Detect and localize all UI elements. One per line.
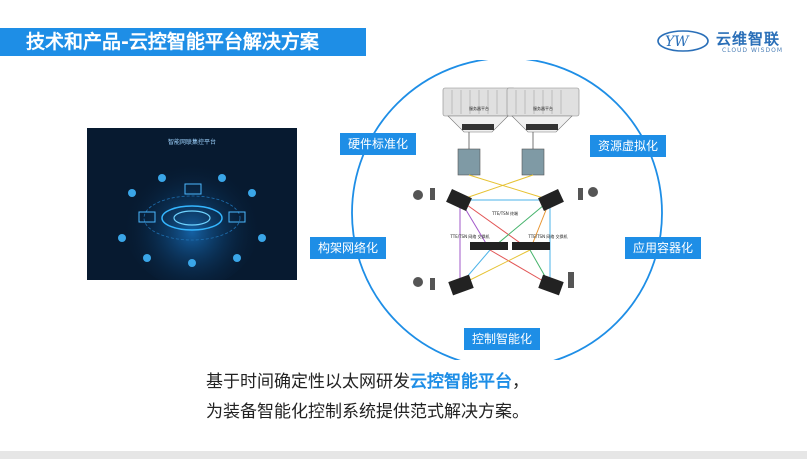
page-title: 技术和产品-云控智能平台解决方案 xyxy=(0,28,366,56)
description-line-2: 为装备智能化控制系统提供范式解决方案。 xyxy=(206,402,529,422)
switch-label-b: TTE/TSN 网络 交换机 xyxy=(527,233,567,239)
server-label-right: 服务器平台 xyxy=(533,105,553,111)
label-resource-virtualization: 资源虚拟化 xyxy=(590,135,667,157)
server-label-left: 服务器平台 xyxy=(469,105,489,111)
logo-text: 云维智联 xyxy=(716,30,781,48)
label-architecture-networking: 构架网络化 xyxy=(310,237,387,259)
description-highlight: 云控智能平台 xyxy=(410,372,512,392)
platform-image-title: 智能网联集控平台 xyxy=(168,138,216,146)
footer-bar xyxy=(0,451,807,459)
platform-dashboard-image: 智能网联集控平台 xyxy=(87,128,297,280)
description-line-1: 基于时间确定性以太网研发云控智能平台， xyxy=(206,367,529,397)
svg-text:YW: YW xyxy=(665,34,690,50)
logo-subtext: CLOUD WISDOM xyxy=(722,47,783,54)
architecture-diagram: 服务器平台 服务器平台 TTE/TSN 网络 交换机 TTE/TSN 网络 交换… xyxy=(351,60,663,360)
label-control-intelligence: 控制智能化 xyxy=(464,328,541,350)
switch-label-a: TTE/TSN 网络 交换机 xyxy=(449,233,489,239)
company-logo-icon: YW xyxy=(657,30,709,52)
description-suffix: ， xyxy=(512,372,529,392)
switch-label-c: TTE/TSN 终端 xyxy=(491,210,518,216)
description-prefix: 基于时间确定性以太网研发 xyxy=(206,372,410,392)
description: 基于时间确定性以太网研发云控智能平台， 为装备智能化控制系统提供范式解决方案。 xyxy=(206,367,529,427)
label-application-containerization: 应用容器化 xyxy=(625,237,702,259)
label-hardware-standardization: 硬件标准化 xyxy=(340,133,417,155)
